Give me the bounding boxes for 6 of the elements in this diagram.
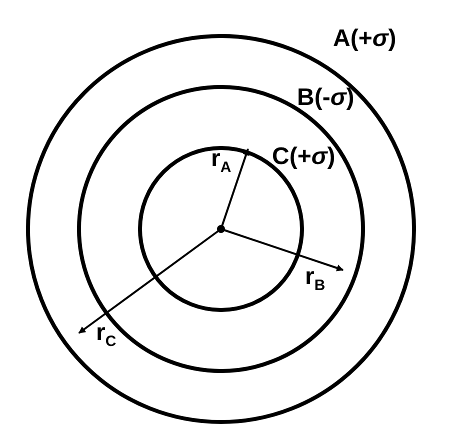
charge-label: B(-σ) xyxy=(297,84,354,112)
radius-label: r$_{A}$ xyxy=(211,146,232,178)
charge-label: A(+σ) xyxy=(333,25,396,53)
charge-label: C(+σ) xyxy=(272,143,336,171)
radius-label: r$_{C}$ xyxy=(96,320,116,352)
radius-label: r$_{B}$ xyxy=(305,264,326,296)
